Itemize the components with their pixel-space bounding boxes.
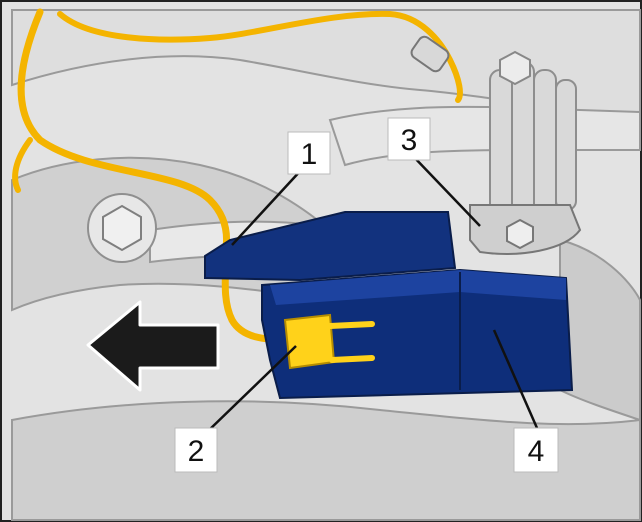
leader-line-1	[231, 167, 304, 246]
yellow-terminal	[283, 313, 375, 370]
callout-3: 3	[387, 117, 431, 161]
terminal-pin-upper	[327, 321, 375, 329]
wire-left-loop	[12, 137, 33, 193]
callout-2: 2	[174, 427, 218, 473]
callout-label-4: 4	[528, 435, 545, 468]
mounting-bracket	[469, 50, 582, 255]
wire-clip-body	[410, 35, 450, 73]
leader-line-2	[206, 345, 297, 433]
connector-housing	[204, 211, 574, 400]
leader-line-4	[492, 329, 539, 429]
wire-top-branch	[57, 10, 463, 103]
terminal-body	[283, 313, 336, 370]
bracket-nut	[506, 218, 534, 250]
callout-label-1: 1	[301, 138, 318, 171]
background-components	[11, 9, 641, 521]
boot-ring-1	[489, 69, 513, 221]
connector-upper-block	[204, 211, 457, 282]
callout-4: 4	[513, 427, 559, 473]
callout-box-2	[174, 427, 218, 473]
callout-label-3: 3	[401, 124, 418, 157]
bellows-boot	[489, 61, 577, 229]
callout-label-2: 2	[188, 435, 205, 468]
arrow-shape	[86, 300, 220, 392]
top-nut	[499, 50, 531, 86]
boot-ring-3	[533, 69, 557, 221]
right-bracket	[559, 238, 641, 422]
arrow-left-icon	[86, 300, 220, 392]
callout-1: 1	[287, 131, 331, 175]
connector-top-face	[270, 270, 566, 305]
leader-line-3	[411, 154, 481, 227]
boot-ring-2	[511, 61, 535, 229]
bolt-left	[87, 193, 157, 263]
wire-clip-top	[410, 35, 450, 73]
terminal-pin-lower	[329, 355, 375, 363]
bolt-head	[102, 204, 142, 252]
wire-main	[17, 8, 231, 252]
lower-subframe	[11, 400, 641, 521]
leader-lines	[206, 154, 539, 433]
callout-box-3	[387, 117, 431, 161]
boot-ring-4	[555, 79, 577, 211]
callout-box-4	[513, 427, 559, 473]
callout-box-1	[287, 131, 331, 175]
